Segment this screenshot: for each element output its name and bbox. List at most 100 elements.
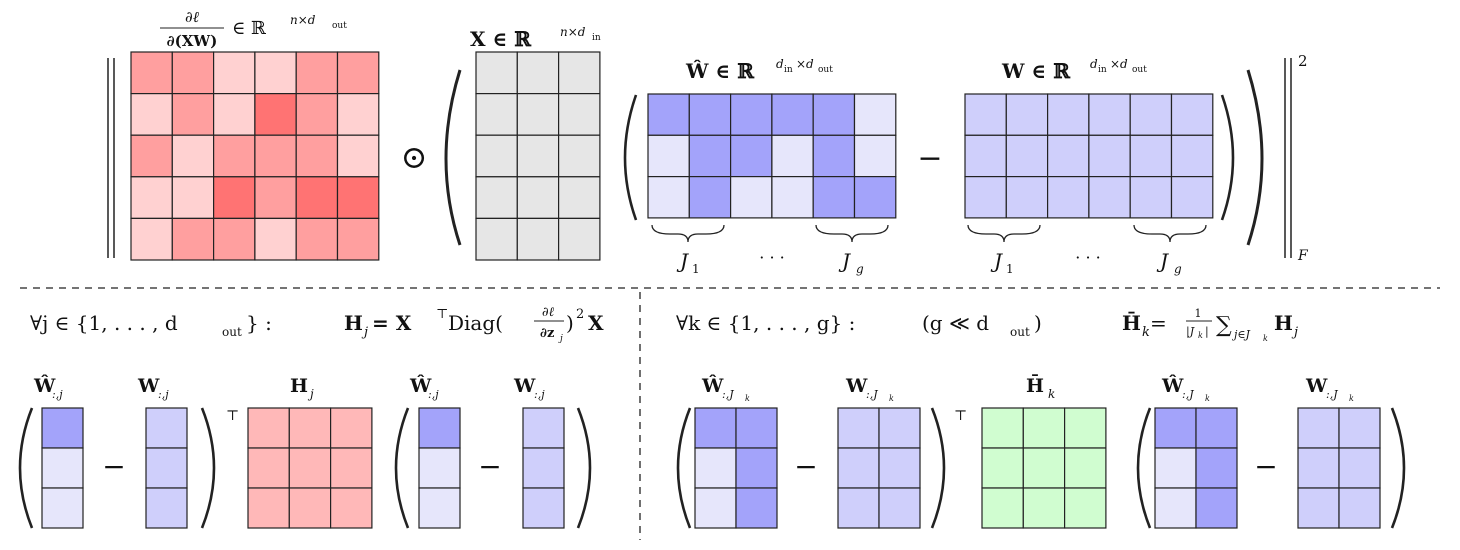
brace-w-j1 xyxy=(967,224,1041,243)
br-w-grp-cell xyxy=(878,487,921,529)
br-transpose: ⊤ xyxy=(954,408,967,424)
w-cell xyxy=(1046,93,1090,136)
br-w-group-2 xyxy=(1297,407,1381,529)
odot-operator: ⊙ xyxy=(401,138,428,176)
what-dots: · · · xyxy=(759,248,784,267)
w-cell xyxy=(1129,134,1173,178)
br-hbar-def-sub: k xyxy=(1142,325,1150,340)
br-hbar-cell xyxy=(981,487,1024,529)
br-w-col-sub2: k xyxy=(889,394,894,403)
bl-h-matrix xyxy=(247,407,373,529)
br-what-col-sub2-2: k xyxy=(1205,394,1210,403)
bl-minus-2: − xyxy=(478,450,501,483)
grad-cell xyxy=(336,92,380,136)
what-cell xyxy=(688,93,732,136)
br-what-grp-cell xyxy=(694,407,737,449)
bl-hdef-diag: Diag( xyxy=(448,311,503,335)
grad-superscript: n×d xyxy=(290,13,316,27)
bl-forall: ∀j ∈ {1, . . . , d xyxy=(30,311,178,335)
bl-hdef-rest: = X xyxy=(372,311,412,335)
grad-cell xyxy=(336,134,380,178)
br-cond: (g ≪ d xyxy=(922,311,989,335)
bl-w-col-label: W xyxy=(137,375,160,397)
grad-cell xyxy=(254,176,297,220)
what-cell xyxy=(729,176,773,219)
br-what-grp2-cell xyxy=(1195,487,1238,529)
bl-what-vec-cell xyxy=(41,487,84,529)
bl-h-cell xyxy=(330,407,373,449)
br-w-col-sub2-2: k xyxy=(1349,394,1354,403)
br-hbar-frac-num: 1 xyxy=(1195,307,1202,320)
x-cell xyxy=(557,176,601,220)
br-what-grp-cell xyxy=(735,447,778,489)
br-w-grp2-cell xyxy=(1338,447,1381,489)
big-paren-left xyxy=(444,69,462,246)
bl-h-cell xyxy=(288,487,332,529)
w-cell xyxy=(1046,134,1090,178)
grad-cell xyxy=(295,217,339,261)
bl-h-cell xyxy=(247,487,290,529)
bl-what-vec-cell xyxy=(41,447,84,489)
grad-cell xyxy=(213,51,256,95)
br-paren-right-1 xyxy=(930,407,946,529)
w-jg-label: J xyxy=(1156,249,1169,273)
grad-frac-denominator: ∂(XW) xyxy=(167,32,218,50)
grad-cell xyxy=(254,92,297,136)
br-w-grp2-cell xyxy=(1297,407,1340,449)
grad-matrix xyxy=(130,51,380,261)
bl-what-vec2-cell xyxy=(418,487,461,529)
br-hbar-def: H̄ xyxy=(1122,310,1141,335)
bl-h-cell xyxy=(330,447,373,489)
br-hbar-matrix xyxy=(981,407,1107,529)
bl-hdef-frac-den: ∂z xyxy=(540,326,554,341)
x-superscript: n×d xyxy=(560,25,586,39)
grad-cell xyxy=(130,217,173,261)
what-cell xyxy=(771,176,814,219)
bl-what-vec-cell xyxy=(41,407,84,449)
br-what-grp2-cell xyxy=(1154,447,1197,489)
br-what-group-1 xyxy=(694,407,778,529)
what-cell xyxy=(688,176,732,219)
what-cell xyxy=(853,93,897,136)
br-hbar-cell xyxy=(981,447,1024,489)
grad-tail: ∈ ℝ xyxy=(232,18,267,39)
grad-superscript-sub: out xyxy=(332,21,347,31)
inner-paren-right xyxy=(1220,94,1235,221)
grad-cell xyxy=(254,51,297,95)
what-j1-label: J xyxy=(676,249,689,273)
grad-cell xyxy=(171,217,215,261)
br-minus-1: − xyxy=(794,450,817,483)
bl-h-cell xyxy=(288,407,332,449)
grad-cell xyxy=(213,176,256,220)
br-w-grp-cell xyxy=(878,407,921,449)
what-cell xyxy=(853,134,897,178)
bl-h-cell xyxy=(247,407,290,449)
bl-paren-left-1 xyxy=(18,407,34,529)
br-paren-left-1 xyxy=(676,407,692,529)
br-what-col-sub2: k xyxy=(745,394,750,403)
bl-w-vec-cell xyxy=(145,447,188,489)
x-matrix xyxy=(475,51,601,261)
bl-what-vector-2 xyxy=(418,407,461,529)
w-cell xyxy=(1088,93,1131,136)
br-w-grp2-cell xyxy=(1338,407,1381,449)
bl-w-vector-1 xyxy=(145,407,188,529)
br-hbar-term: H xyxy=(1274,311,1293,335)
bl-what-col-label: Ŵ xyxy=(33,374,56,397)
w-j1-label: J xyxy=(990,249,1003,273)
x-cell xyxy=(516,217,560,261)
what-superscript-sub2: out xyxy=(818,65,833,75)
w-cell xyxy=(1170,134,1214,178)
bl-hdef-h-sub: j xyxy=(361,325,368,340)
what-superscript: d xyxy=(776,57,784,71)
bl-what-col-label-2: Ŵ xyxy=(409,374,432,397)
br-w-grp2-cell xyxy=(1297,447,1340,489)
br-hbar-term-sub: j xyxy=(1291,325,1298,340)
bl-hdef-x: X xyxy=(588,311,604,335)
w-dots: · · · xyxy=(1075,248,1100,267)
w-label: W ∈ ℝ xyxy=(1001,59,1071,83)
br-what-grp-cell xyxy=(735,407,778,449)
w-cell xyxy=(1005,134,1049,178)
grad-cell xyxy=(213,92,256,136)
br-hbar-cell xyxy=(1063,447,1107,489)
